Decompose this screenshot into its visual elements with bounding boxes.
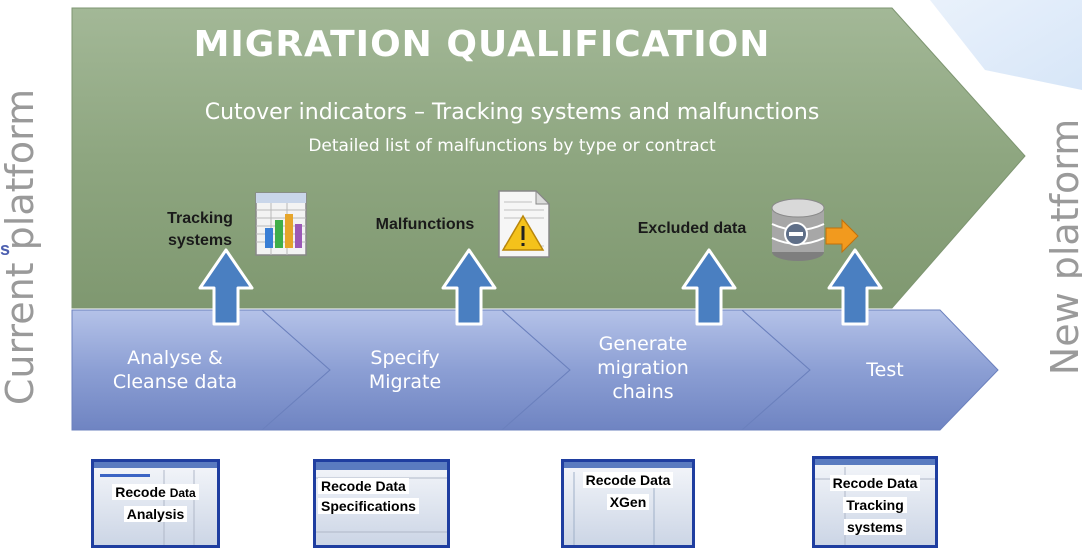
tool-caption-2: Specifications [316, 496, 447, 516]
step-specify-migrate: Specify Migrate [330, 346, 480, 394]
tool-caption-2: XGen [564, 492, 692, 512]
step-label-line: migration [597, 357, 689, 379]
step-generate-chains: Generate migration chains [568, 332, 718, 404]
tool-caption-3: systems [815, 517, 935, 537]
tool-screenshot-thumbnail [94, 462, 217, 545]
step-label-line: Cleanse data [112, 371, 238, 393]
banner-subtitle: Cutover indicators – Tracking systems an… [204, 100, 820, 125]
tool-caption: Recode Data [815, 473, 935, 493]
tool-recode-data-analysis: Recode Data Analysis [91, 459, 220, 548]
tool-caption-2: Tracking [815, 495, 935, 515]
tool-recode-data-specifications: Recode Data Specifications [313, 459, 450, 548]
step-label-line: chains [612, 381, 674, 403]
banner-subtitle-detail: Detailed list of malfunctions by type or… [308, 136, 716, 156]
step-label-line: Analyse & [127, 347, 223, 369]
step-label-line: Migrate [368, 371, 442, 393]
tool-caption-line: Recode [115, 484, 166, 500]
tool-recode-data-tracking-systems: Recode Data Tracking systems [812, 456, 938, 548]
indicator-label-line: Tracking [167, 210, 233, 227]
indicator-tracking-systems-label: Tracking systems [150, 208, 250, 252]
edge-fragment-text: s [0, 239, 11, 259]
up-arrow-4 [827, 248, 883, 326]
tool-caption: Recode Data [564, 470, 692, 490]
tool-recode-data-xgen: Recode Data XGen [561, 459, 695, 548]
step-label-line: Specify [370, 347, 440, 369]
indicator-label-line: systems [167, 232, 233, 249]
up-arrow-2 [441, 248, 497, 326]
tool-caption-2: Analysis [94, 504, 217, 524]
banner-title: MIGRATION QUALIFICATION [193, 24, 771, 65]
step-label-line: Generate [598, 333, 688, 355]
indicator-excluded-data-label: Excluded data [637, 220, 747, 237]
warning-document-icon [498, 189, 551, 258]
step-analyse-cleanse: Analyse & Cleanse data [100, 346, 250, 394]
spreadsheet-chart-icon [255, 192, 307, 256]
tool-caption-line: Data [169, 486, 196, 500]
indicator-malfunctions-label: Malfunctions [375, 216, 475, 233]
step-test: Test [866, 359, 904, 381]
tool-caption: Recode Data [94, 482, 217, 503]
tool-caption: Recode Data [316, 476, 447, 496]
up-arrow-1 [198, 248, 254, 326]
database-export-icon [771, 198, 859, 261]
step-4-shape [740, 309, 999, 431]
up-arrow-3 [681, 248, 737, 326]
